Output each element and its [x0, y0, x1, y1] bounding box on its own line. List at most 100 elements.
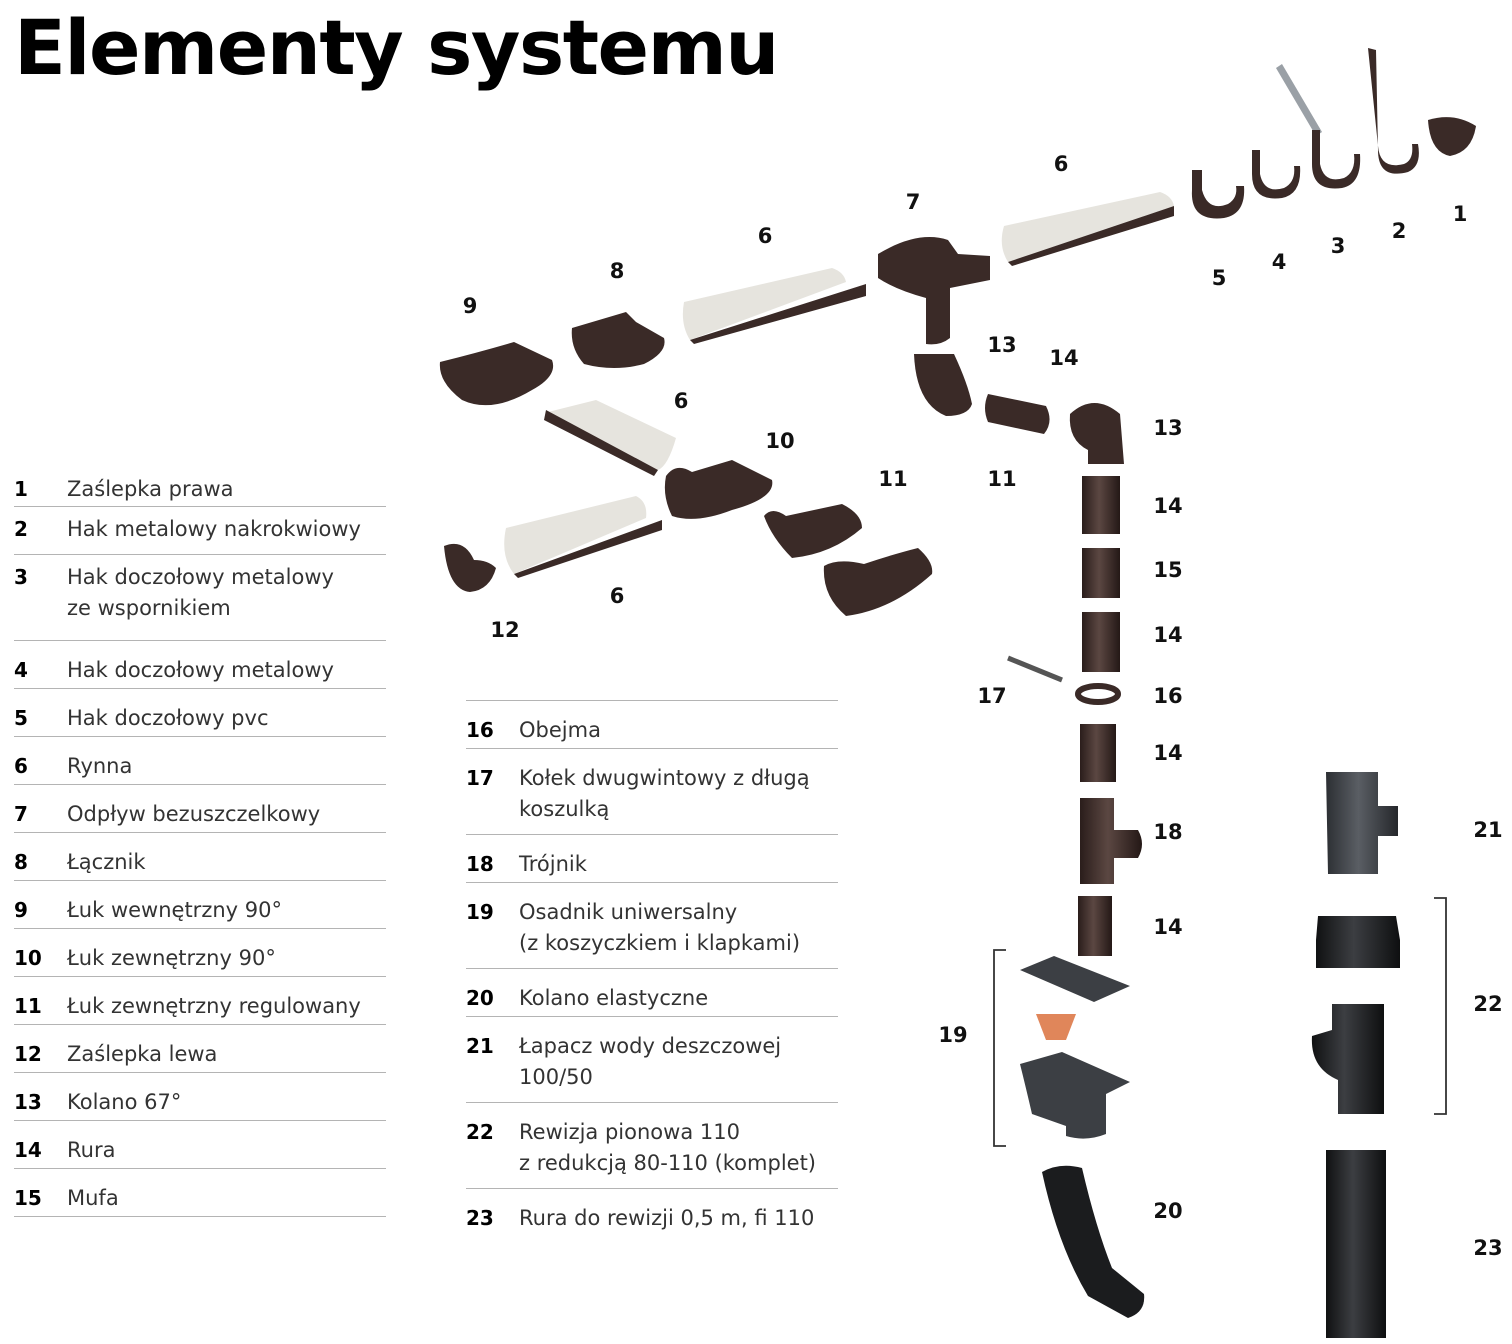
callout-14-top: 14	[1049, 346, 1079, 370]
callout-15: 15	[1153, 558, 1183, 582]
legend-item: 10 Łuk zewnętrzny 90°	[14, 929, 386, 977]
legend-item: 11 Łuk zewnętrzny regulowany	[14, 977, 386, 1025]
revision-bracket	[1434, 897, 1447, 1115]
legend-number: 21	[466, 1034, 494, 1058]
legend-item: 13 Kolano 67°	[14, 1073, 386, 1121]
legend-line: z redukcją 80-110 (komplet)	[519, 1151, 816, 1175]
pvc-hook	[1191, 170, 1245, 219]
legend-label: Rura do rewizji 0,5 m, fi 110	[519, 1206, 815, 1230]
legend-number: 7	[14, 802, 28, 826]
fascia-hook-3	[1312, 130, 1361, 189]
legend-right: 16 Obejma 17 Kołek dwugwintowy z długą k…	[466, 700, 838, 1237]
legend-item: 21 Łapacz wody deszczowej 100/50	[466, 1017, 838, 1103]
outlet	[878, 237, 990, 345]
legend-number: 17	[466, 766, 494, 790]
callout-18: 18	[1153, 820, 1183, 844]
legend-item: 4 Hak doczołowy metalowy	[14, 641, 386, 689]
end-cap-right	[1428, 117, 1476, 156]
fascia-hook-bracket	[1276, 64, 1322, 136]
legend-line: Osadnik uniwersalny	[519, 900, 738, 924]
callout-14-d: 14	[1153, 741, 1183, 765]
callout-7: 7	[905, 190, 921, 214]
rafter-hook	[1368, 48, 1419, 174]
page-title: Elementy systemu	[14, 3, 779, 92]
legend-number: 10	[14, 946, 42, 970]
gully-basket	[1036, 1014, 1076, 1040]
rain-collector	[1326, 772, 1398, 874]
gully-grate	[1020, 956, 1130, 1002]
legend-number: 3	[14, 565, 28, 589]
legend-label: Hak doczołowy metalowy	[67, 658, 334, 682]
legend-label: Kolano 67°	[67, 1090, 182, 1114]
legend-line: Hak doczołowy metalowy	[67, 565, 334, 589]
callout-19: 19	[938, 1023, 968, 1047]
pipe-3	[1080, 724, 1116, 782]
legend-label: Hak doczołowy metalowy ze wspornikiem	[67, 562, 334, 624]
legend-item: 22 Rewizja pionowa 110 z redukcją 80-110…	[466, 1103, 838, 1189]
legend-number: 11	[14, 994, 42, 1018]
legend-number: 13	[14, 1090, 42, 1114]
double-thread-screw	[1007, 655, 1063, 683]
end-cap-left	[444, 543, 496, 592]
legend-label: Mufa	[67, 1186, 119, 1210]
gully-body	[1020, 1052, 1130, 1139]
gutter-bottom-left	[504, 496, 662, 578]
legend-label: Łącznik	[67, 850, 146, 874]
gutter-mid-left	[544, 400, 676, 476]
callout-8: 8	[609, 259, 625, 283]
callout-1: 1	[1452, 202, 1468, 226]
legend-item: 16 Obejma	[466, 701, 838, 749]
pipe-1	[1082, 476, 1120, 534]
pipe-2	[1082, 612, 1120, 672]
legend-label: Rewizja pionowa 110 z redukcją 80-110 (k…	[519, 1117, 816, 1179]
legend-number: 2	[14, 517, 28, 541]
legend-line: ze wspornikiem	[67, 596, 231, 620]
legend-label: Rynna	[67, 754, 133, 778]
adjustable-corner-a	[764, 504, 862, 558]
legend-label: Łuk zewnętrzny regulowany	[67, 994, 361, 1018]
legend-item: 18 Trójnik	[466, 835, 838, 883]
legend-label: Kolano elastyczne	[519, 986, 709, 1010]
legend-label: Łuk wewnętrzny 90°	[67, 898, 282, 922]
legend-item: 20 Kolano elastyczne	[466, 969, 838, 1017]
legend-number: 14	[14, 1138, 42, 1162]
callout-6-top-right: 6	[1053, 152, 1069, 176]
legend-line: (z koszyczkiem i klapkami)	[519, 931, 801, 955]
callout-12: 12	[490, 618, 520, 642]
callout-2: 2	[1391, 219, 1407, 243]
legend-item: 6 Rynna	[14, 737, 386, 785]
clamp	[1075, 683, 1121, 705]
legend-line: Kołek dwugwintowy z długą	[519, 766, 810, 790]
legend-label: Łuk zewnętrzny 90°	[67, 946, 276, 970]
legend-item: 19 Osadnik uniwersalny (z koszyczkiem i …	[466, 883, 838, 969]
callout-10: 10	[765, 429, 795, 453]
legend-number: 1	[14, 477, 28, 501]
callout-17: 17	[977, 684, 1007, 708]
socket-15	[1082, 548, 1120, 598]
legend-number: 16	[466, 718, 494, 742]
legend-item: 8 Łącznik	[14, 833, 386, 881]
callout-5: 5	[1211, 266, 1227, 290]
legend-line: koszulką	[519, 797, 610, 821]
gutter-top-right	[1001, 192, 1174, 266]
legend-item: 23 Rura do rewizji 0,5 m, fi 110	[466, 1189, 838, 1237]
callout-22: 22	[1473, 992, 1503, 1016]
callout-13-right: 13	[1153, 416, 1183, 440]
legend-label: Kołek dwugwintowy z długą koszulką	[519, 763, 810, 825]
legend-line: 100/50	[519, 1065, 593, 1089]
legend-item: 15 Mufa	[14, 1169, 386, 1217]
legend-number: 15	[14, 1186, 42, 1210]
gutter-top-mid	[682, 268, 866, 344]
callout-6-mid-left: 6	[673, 389, 689, 413]
legend-label: Trójnik	[519, 852, 587, 876]
external-corner	[664, 460, 773, 519]
callout-14-e: 14	[1153, 915, 1183, 939]
revision-pipe-23	[1326, 1150, 1386, 1338]
reducer	[1316, 916, 1400, 968]
elbow-67-left	[914, 354, 972, 416]
legend-item: 9 Łuk wewnętrzny 90°	[14, 881, 386, 929]
legend-item: 1 Zaślepka prawa	[14, 466, 386, 507]
legend-number: 5	[14, 706, 28, 730]
callout-20: 20	[1153, 1199, 1183, 1223]
